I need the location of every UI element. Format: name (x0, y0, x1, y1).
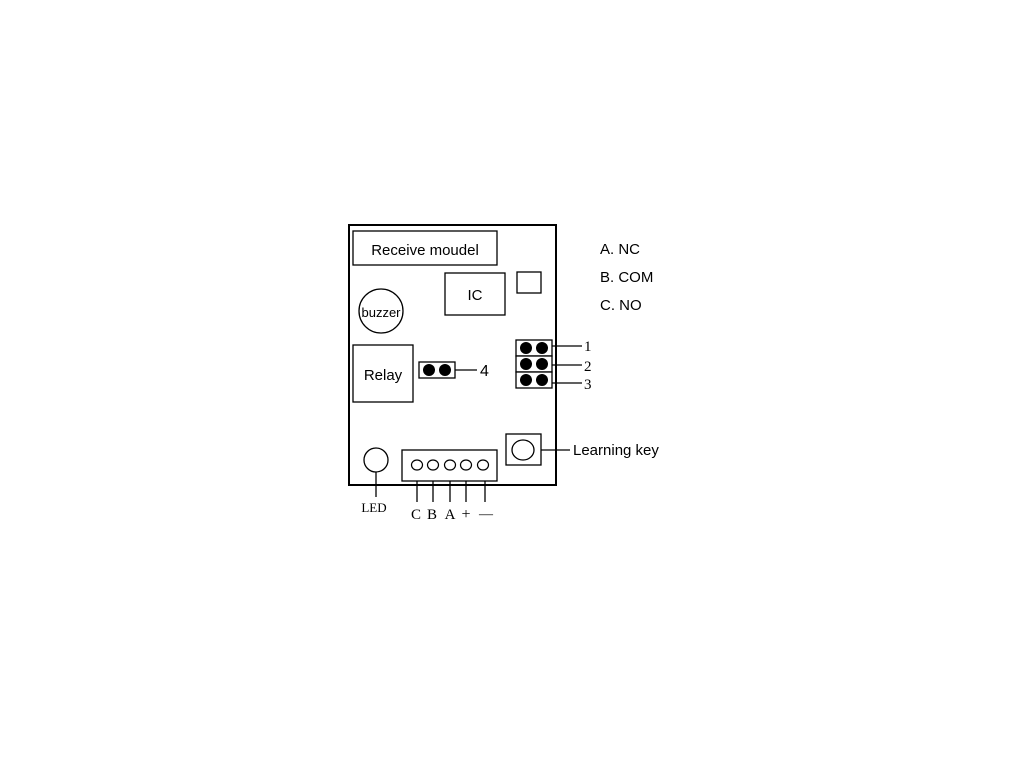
jumper-1-pin-right (536, 342, 548, 354)
learning-key-label: Learning key (573, 442, 659, 459)
legend-b: B. COM (600, 269, 653, 286)
jumper-2-pin-right (536, 358, 548, 370)
buzzer-label: buzzer (361, 305, 401, 320)
terminal-minus-label: — (478, 507, 494, 522)
terminal-minus-hole (476, 459, 490, 471)
jumper-1-label: 1 (584, 339, 592, 355)
jumper-2-label: 2 (584, 359, 592, 375)
led-label: LED (361, 500, 386, 515)
terminal-a-label: A (445, 507, 456, 523)
buzzer-circle (358, 288, 404, 334)
learning-key-button (511, 439, 535, 461)
ic-label: IC (468, 287, 483, 304)
terminal-plus-label: + (461, 506, 470, 523)
jumper-4-pin-left (423, 364, 435, 376)
ic-box (444, 272, 506, 316)
legend-a: A. NC (600, 241, 640, 258)
legend-c: C. NO (600, 297, 642, 314)
jumper-4-pin-right (439, 364, 451, 376)
led-circle (363, 447, 389, 473)
terminal-plus-hole (459, 459, 473, 471)
terminal-c-label: C (411, 507, 421, 523)
relay-label: Relay (364, 367, 403, 384)
jumper-2-pin-left (520, 358, 532, 370)
terminal-b-hole (426, 459, 440, 471)
jumper-1-pin-left (520, 342, 532, 354)
jumper-3-pin-right (536, 374, 548, 386)
jumper-4-label: 4 (480, 363, 489, 380)
receive-module-label: Receive moudel (371, 242, 479, 259)
jumper-3-label: 3 (584, 377, 592, 393)
terminal-c-hole (410, 459, 424, 471)
receive-module-box (352, 230, 498, 266)
terminal-a-hole (443, 459, 457, 471)
terminal-b-label: B (427, 507, 437, 523)
small-component-box (516, 271, 542, 294)
jumper-3-pin-left (520, 374, 532, 386)
relay-box (352, 344, 414, 403)
